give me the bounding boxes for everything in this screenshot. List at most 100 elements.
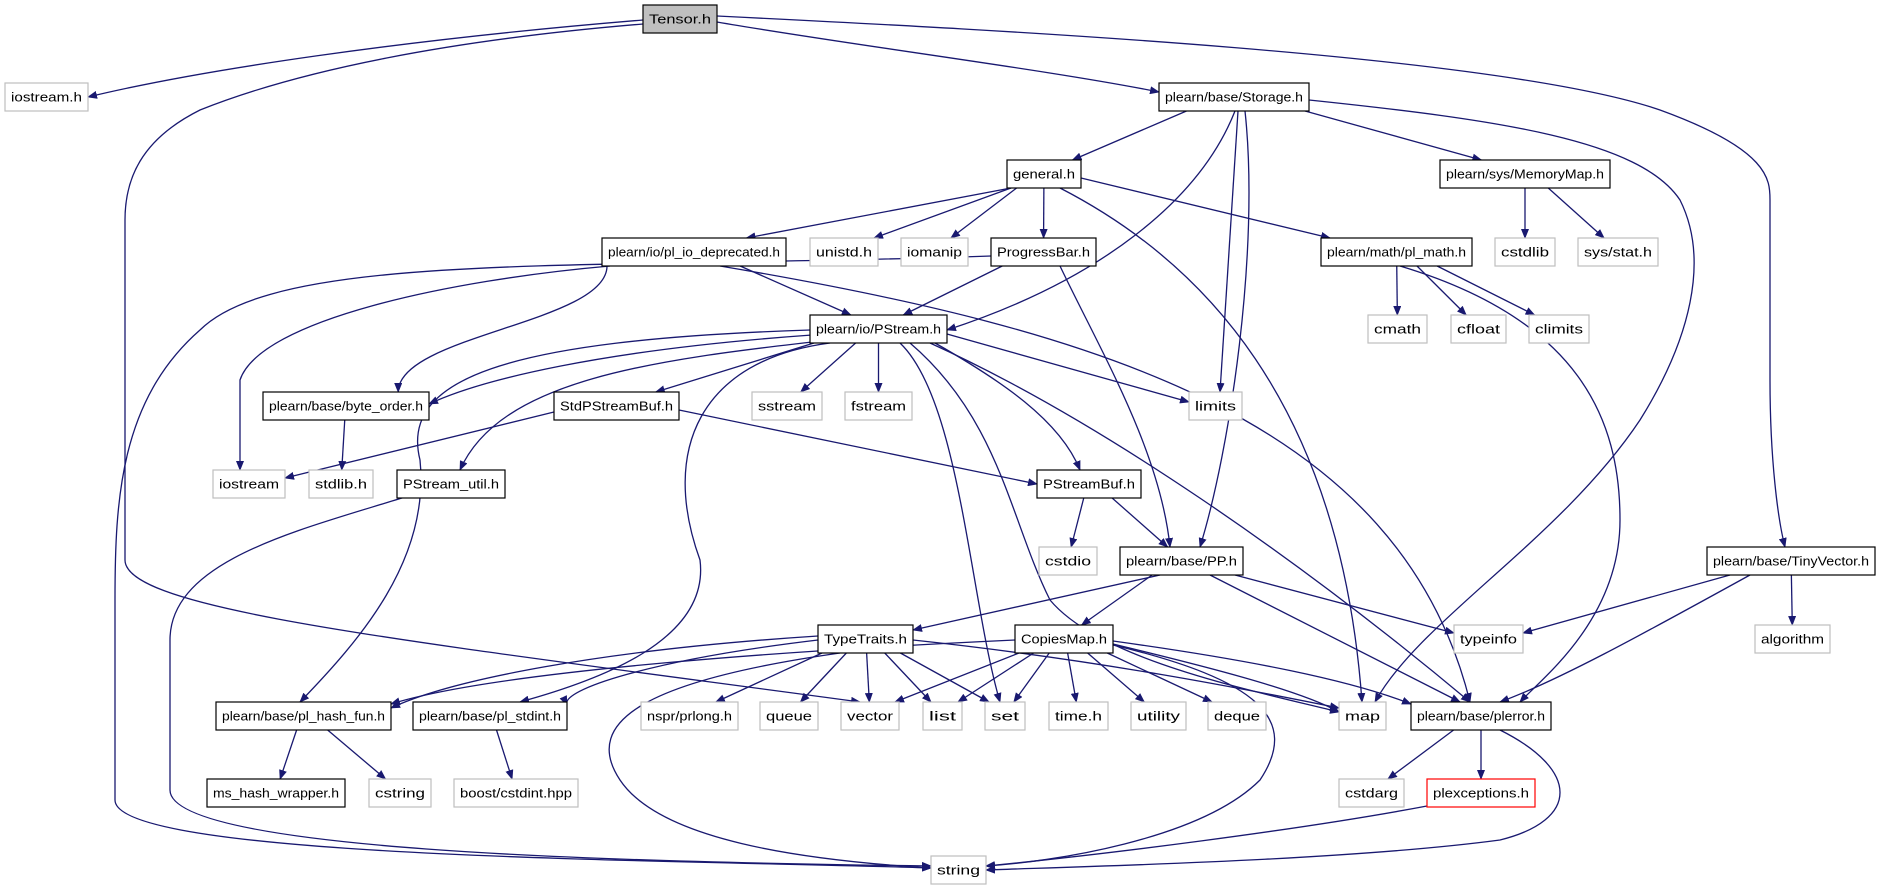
node-progressbar[interactable]: ProgressBar.h	[990, 237, 1097, 267]
edge	[714, 652, 823, 703]
edge-pp-to-typeinfo	[1234, 574, 1455, 635]
node-storage[interactable]: plearn/base/Storage.h	[1158, 82, 1310, 112]
node-tensor[interactable]: Tensor.h	[642, 4, 718, 34]
edge	[299, 329, 811, 703]
edge	[946, 333, 1190, 404]
node-box	[1006, 159, 1082, 189]
edge	[1013, 652, 1050, 703]
node-plerror[interactable]: plearn/base/plerror.h	[1410, 701, 1552, 731]
node-box	[1338, 778, 1405, 808]
node-general[interactable]: general.h	[1006, 159, 1082, 189]
node-set: set	[984, 701, 1026, 731]
edge-pstream-to-limits	[946, 333, 1190, 404]
edge	[428, 334, 813, 405]
edge	[1198, 110, 1250, 548]
node-ms_hash_wrapper[interactable]: ms_hash_wrapper.h	[206, 778, 346, 808]
node-label: fstream	[851, 399, 906, 414]
node-label: Tensor.h	[649, 12, 711, 27]
edge	[1304, 110, 1483, 162]
edge-pl_math-to-plerror	[1399, 265, 1621, 703]
node-box	[1130, 701, 1187, 731]
node-pstream_util[interactable]: PStream_util.h	[396, 469, 506, 499]
node-box	[1036, 469, 1142, 499]
node-box	[1439, 159, 1611, 189]
node-box	[1528, 314, 1590, 344]
node-box	[4, 82, 89, 112]
edge	[799, 342, 857, 393]
node-pstream[interactable]: plearn/io/PStream.h	[809, 314, 948, 344]
node-label: cstring	[375, 786, 425, 801]
node-byte_order[interactable]: plearn/base/byte_order.h	[262, 391, 430, 421]
node-pstreambuf[interactable]: PStreamBuf.h	[1036, 469, 1142, 499]
node-stdpstreambuf[interactable]: StdPStreamBuf.h	[553, 391, 680, 421]
edge	[678, 409, 1038, 487]
node-pl_stdint[interactable]: plearn/base/pl_stdint.h	[412, 701, 568, 731]
edge	[745, 187, 1012, 241]
edge	[459, 339, 831, 471]
node-box	[759, 701, 819, 731]
node-deque: deque	[1207, 701, 1267, 731]
edge-storage-to-general	[1071, 110, 1187, 161]
node-pl_io_deprecated[interactable]: plearn/io/pl_io_deprecated.h	[601, 237, 787, 267]
node-box	[1577, 237, 1659, 267]
node-list: list	[922, 701, 963, 731]
node-box	[930, 855, 987, 885]
node-box	[809, 237, 879, 267]
node-label: algorithm	[1761, 632, 1824, 647]
node-pl_math[interactable]: plearn/math/pl_math.h	[1320, 237, 1473, 267]
node-box	[1453, 624, 1524, 654]
node-box	[844, 391, 913, 421]
edge-pp-to-copiesmap	[1080, 574, 1153, 626]
edge-copiesmap-to-string	[985, 644, 1276, 870]
edge	[1071, 110, 1187, 161]
edge	[1499, 574, 1751, 703]
edge	[1069, 497, 1085, 548]
node-cstdarg: cstdarg	[1338, 778, 1405, 808]
node-typetraits[interactable]: TypeTraits.h	[817, 624, 914, 654]
edge	[114, 255, 992, 872]
edge-memorymap-to-sys_stat	[1547, 187, 1605, 239]
edge	[929, 342, 1471, 703]
node-time_h: time.h	[1048, 701, 1109, 731]
node-iostream: iostream	[212, 469, 286, 499]
edge	[902, 265, 1003, 316]
node-label: plexceptions.h	[1433, 786, 1529, 801]
edge-pl_hash_fun-to-cstring	[327, 729, 387, 780]
node-plexceptions[interactable]: plexceptions.h	[1426, 778, 1536, 808]
node-algorithm: algorithm	[1754, 624, 1831, 654]
edge	[1399, 265, 1621, 703]
edge	[1059, 187, 1366, 703]
edge	[1112, 643, 1340, 713]
edge-stdpstreambuf-to-iostream	[284, 411, 555, 480]
edge	[1234, 574, 1455, 635]
edge-pl_io_deprecated-to-byte_order	[394, 265, 608, 393]
edge-pstream-to-stdpstreambuf	[654, 342, 815, 394]
edge	[1209, 574, 1461, 703]
node-copiesmap[interactable]: CopiesMap.h	[1014, 624, 1114, 654]
edge	[236, 265, 611, 471]
node-pl_hash_fun[interactable]: plearn/base/pl_hash_fun.h	[215, 701, 392, 731]
edge	[87, 19, 644, 99]
node-label: cstdarg	[1345, 786, 1398, 801]
edge-pl_stdint-to-boost_cstdint	[495, 729, 514, 780]
node-label: ProgressBar.h	[997, 245, 1090, 260]
edge-pstream-to-plerror	[929, 342, 1471, 703]
node-label: string	[937, 863, 980, 878]
node-cstring: cstring	[368, 778, 432, 808]
node-tinyvector[interactable]: plearn/base/TinyVector.h	[1706, 546, 1876, 576]
edge-plerror-to-cstdarg	[1387, 729, 1455, 780]
node-iostream_h: iostream.h	[4, 82, 89, 112]
edge-plexceptions-to-string	[985, 805, 1428, 870]
edge-general-to-pl_io_deprecated	[745, 187, 1012, 241]
edge-pstream-to-sstream	[799, 342, 857, 393]
node-box	[1450, 314, 1507, 344]
node-box	[601, 237, 787, 267]
node-memorymap[interactable]: plearn/sys/MemoryMap.h	[1439, 159, 1611, 189]
node-box	[412, 701, 568, 731]
edge	[1080, 177, 1331, 240]
edge-typetraits-to-set	[900, 652, 990, 703]
node-box	[840, 701, 900, 731]
edge-pstream_util-to-string	[169, 496, 932, 870]
node-pp[interactable]: plearn/base/PP.h	[1119, 546, 1244, 576]
node-label: plearn/base/plerror.h	[1417, 709, 1545, 724]
